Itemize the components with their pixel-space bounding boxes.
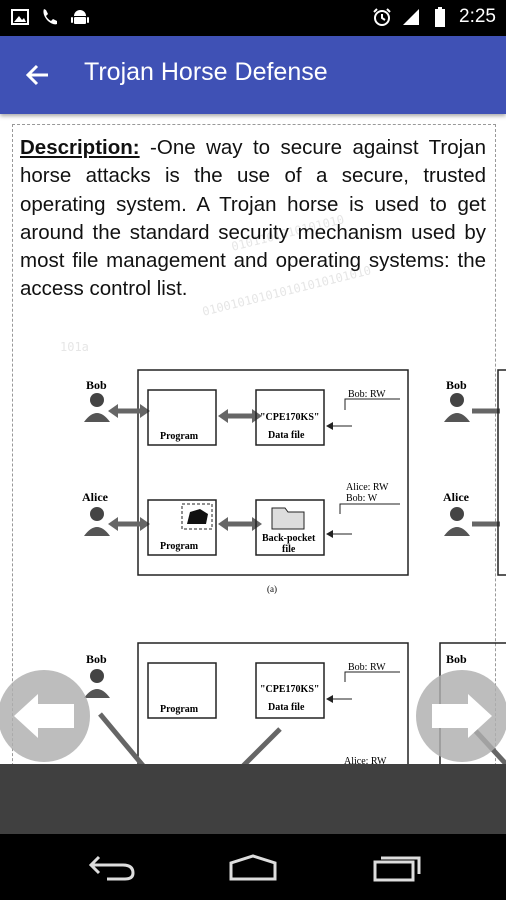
recents-icon [373, 856, 421, 882]
file1-name: "CPE170KS" [260, 412, 319, 423]
page-title: Trojan Horse Defense [84, 58, 328, 86]
file1-name-b: "CPE170KS" [260, 684, 319, 695]
alice-avatar [84, 507, 110, 536]
signal-icon [401, 7, 421, 27]
user-label-alice-right: Alice [443, 490, 470, 504]
file2-type: file [282, 544, 296, 555]
file1-type: Data file [268, 430, 305, 441]
acl-alice-line1: Alice: RW [346, 482, 389, 493]
program-box-1 [147, 389, 217, 446]
arrow-right-icon [432, 694, 492, 738]
program-label-1: Program [160, 431, 199, 442]
android-icon [70, 7, 90, 27]
trojan-box [181, 503, 213, 530]
program-label-b: Program [160, 704, 199, 715]
trojan-horse-diagram: Bob Program "CPE170KS" Data file Bob: RW… [82, 369, 506, 764]
content-frame [12, 124, 496, 764]
background-pattern: 101a [60, 340, 89, 354]
system-back-button[interactable] [82, 852, 142, 882]
program-label-2: Program [160, 541, 199, 552]
system-navigation-bar [0, 834, 506, 900]
acl-bob-b: Bob: RW [348, 662, 386, 673]
system-boundary-a [137, 369, 409, 576]
caption-a: (a) [267, 584, 277, 594]
file2-name: Back-pocket [262, 533, 316, 544]
alarm-icon [372, 7, 392, 27]
system-recents-button[interactable] [366, 852, 426, 882]
content-area[interactable]: 0101101010101010 01001010101010101010101… [0, 114, 506, 764]
bottom-bar [0, 764, 506, 834]
folder-icon [271, 507, 305, 530]
clock: 2:25 [459, 6, 496, 27]
status-bar: 2:25 [0, 0, 506, 36]
arrow-left-icon [14, 694, 74, 738]
horse-icon [187, 509, 208, 524]
acl-alice-line2: Bob: W [346, 493, 378, 504]
user-label-bob-b-right: Bob [446, 652, 467, 666]
battery-icon [430, 7, 450, 27]
back-icon [88, 855, 135, 881]
description-text: Description: -One way to secure against … [20, 134, 486, 304]
arrow-back-icon [25, 64, 48, 86]
user-label-bob-right: Bob [446, 378, 467, 392]
back-pocket-file-box [255, 499, 325, 556]
file1-type-b: Data file [268, 702, 305, 713]
system-boundary-b [137, 642, 409, 764]
description-body: -One way to secure against Trojan horse … [20, 136, 486, 301]
program-box-2 [147, 499, 217, 556]
bob-avatar [84, 393, 110, 422]
system-home-button[interactable] [223, 852, 283, 882]
data-file-box-b [255, 662, 325, 719]
program-box-b [147, 662, 217, 719]
acl-bob: Bob: RW [348, 389, 386, 400]
phone-icon [40, 7, 60, 27]
user-label-bob-b: Bob [86, 652, 107, 666]
description-label: Description: [20, 136, 140, 159]
data-file-box [255, 389, 325, 446]
user-label-alice: Alice [82, 490, 109, 504]
next-button[interactable] [416, 670, 506, 762]
image-icon [10, 7, 30, 27]
back-button[interactable] [18, 57, 58, 93]
user-label-bob: Bob [86, 378, 107, 392]
previous-button[interactable] [0, 670, 90, 762]
home-icon [229, 854, 277, 881]
acl-alice-b: Alice: RW [344, 756, 387, 764]
app-bar: Trojan Horse Defense [0, 36, 506, 114]
